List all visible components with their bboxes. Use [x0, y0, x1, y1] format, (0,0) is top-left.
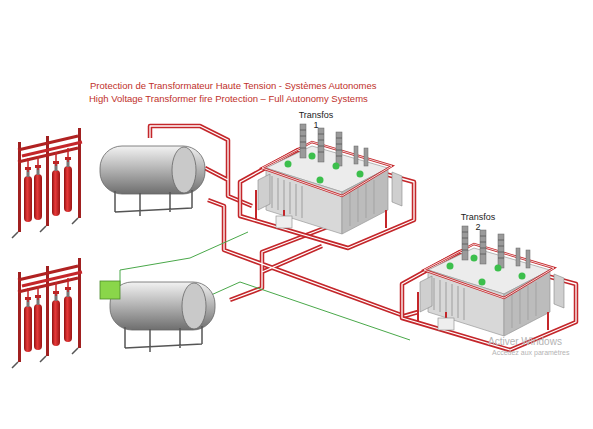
- diagram-title: Protection de Transformateur Haute Tensi…: [90, 80, 377, 91]
- watermark: Activer Windows: [488, 336, 562, 347]
- subtitle: High Voltage Transformer fire Protection…: [89, 93, 368, 104]
- transformer-label: Transfos 1: [299, 110, 334, 131]
- transformer-unit: Transfos 2: [398, 212, 578, 352]
- transformer-unit: Transfos 1: [236, 110, 416, 250]
- watermark: Accédez aux paramètres: [492, 349, 569, 356]
- transformer-label: Transfos 2: [461, 212, 496, 233]
